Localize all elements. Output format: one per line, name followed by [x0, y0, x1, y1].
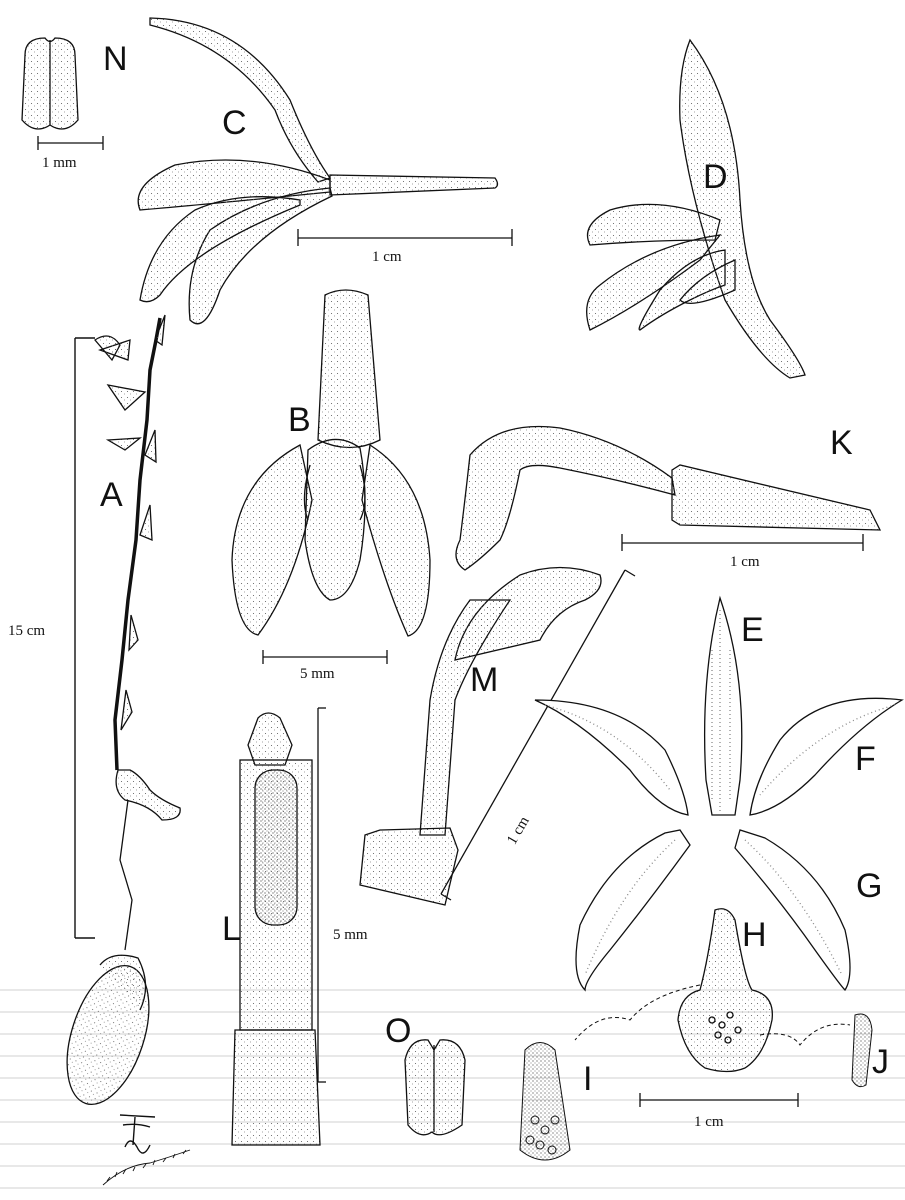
panel-b-flower-front: [231, 289, 431, 637]
panel-m-column: [359, 566, 602, 906]
panel-label-o: O: [385, 1012, 412, 1050]
panel-i-callus-detail: [519, 1042, 571, 1161]
panel-label-i: I: [583, 1060, 593, 1098]
panel-h-lip-flattened: [677, 908, 773, 1073]
panel-c-flower-side: [137, 17, 499, 325]
panel-h-arrows: [574, 984, 851, 1046]
scale-label-a: 15 cm: [8, 623, 46, 639]
panel-c-scale-bar: [297, 229, 513, 246]
panel-a-whole-plant: [66, 314, 181, 1106]
panel-k-column-side: [455, 425, 882, 571]
panel-n-scale-bar: [37, 136, 104, 150]
scale-label-b: 5 mm: [300, 666, 335, 682]
panel-d-flower-oblique: [586, 38, 806, 379]
panel-a-scale-bar: [74, 337, 95, 939]
panel-label-h: H: [742, 916, 767, 954]
panel-label-j: J: [872, 1043, 889, 1081]
artist-signature: [102, 1114, 191, 1186]
panel-k-scale-bar: [621, 534, 864, 551]
panel-label-d: D: [703, 158, 728, 196]
panel-label-a: A: [100, 476, 123, 514]
panel-label-e: E: [741, 611, 764, 649]
panel-label-f: F: [855, 740, 876, 778]
scale-label-c: 1 cm: [372, 249, 402, 265]
scale-label-k: 1 cm: [730, 554, 760, 570]
panel-e-dorsal-sepal: [703, 595, 743, 816]
panel-g-lateral-sepals: [575, 829, 851, 992]
scale-label-n: 1 mm: [42, 155, 77, 171]
panel-n-pollinia: [21, 37, 79, 130]
panel-label-c: C: [222, 104, 247, 142]
panel-m-scale-bar: [440, 569, 636, 901]
panel-label-b: B: [288, 401, 311, 439]
panel-h-scale-bar: [639, 1093, 799, 1107]
scale-label-h: 1 cm: [694, 1114, 724, 1130]
panel-l-column-front: [231, 712, 321, 1146]
panel-label-m: M: [470, 661, 499, 699]
scale-label-l: 5 mm: [333, 927, 368, 943]
panel-label-k: K: [830, 424, 853, 462]
panel-label-g: G: [856, 867, 883, 905]
panel-b-scale-bar: [262, 650, 388, 664]
panel-j-margin-detail: [851, 1013, 873, 1088]
panel-o-pollinia: [404, 1039, 466, 1136]
panel-label-n: N: [103, 40, 128, 78]
panel-label-l: L: [222, 910, 241, 948]
panel-f-petals: [534, 697, 904, 816]
panel-l-scale-bar: [317, 707, 326, 1083]
